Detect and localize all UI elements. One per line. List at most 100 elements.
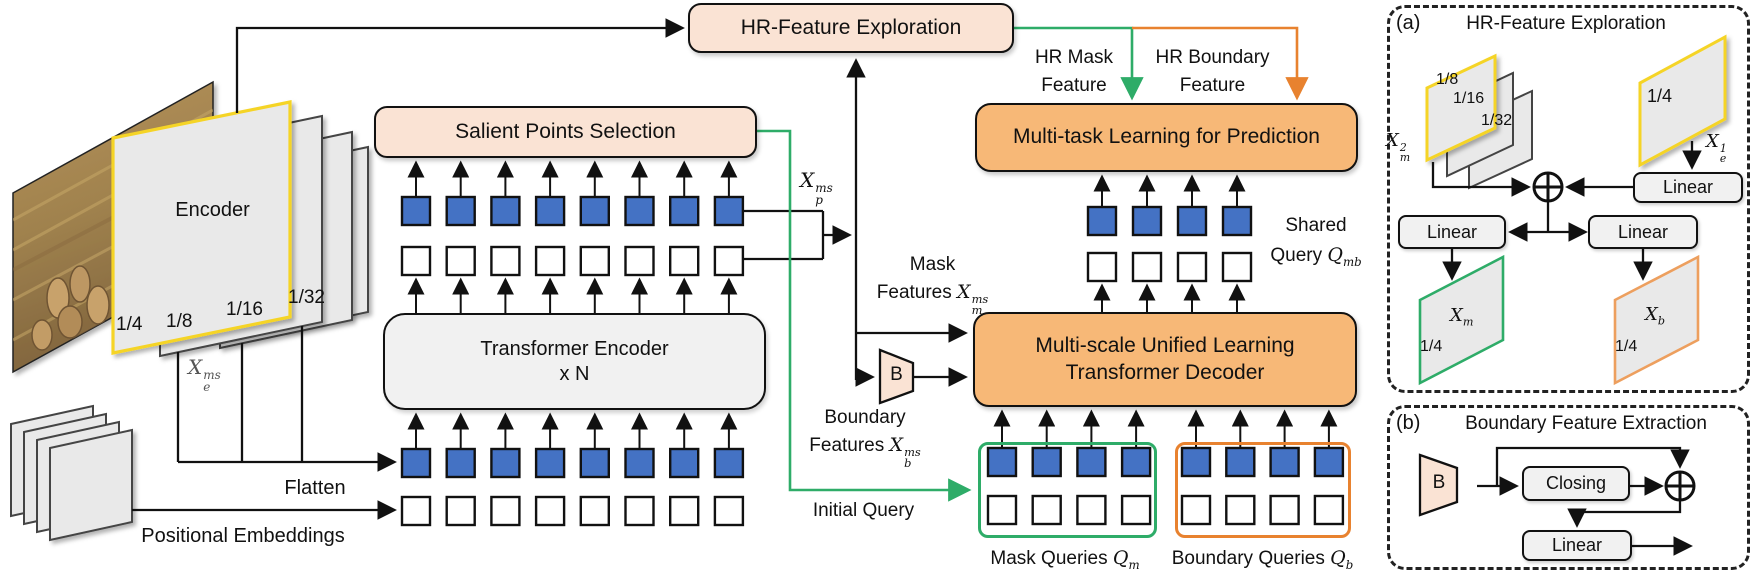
panel-b-graphics	[1418, 446, 1696, 556]
mask-query-pe-token	[1076, 494, 1107, 526]
pa-scale-1-8: 1/8	[1436, 71, 1459, 88]
shared-query-pe-token	[1221, 251, 1253, 283]
panel-a-tag: (a)	[1396, 12, 1421, 34]
boundary-query-pe-token	[1313, 494, 1345, 526]
pa-scale-1-4: 1/4	[1647, 86, 1673, 106]
boundary-query-token	[1269, 446, 1300, 478]
hr-boundary-feature-line	[1132, 26, 1309, 101]
flattened-feature-token	[400, 447, 432, 479]
encoder-pe-token	[624, 245, 655, 277]
shared-query-token	[1086, 205, 1118, 237]
flattened-feature-token	[579, 447, 610, 479]
pa-sum-icon	[1532, 171, 1564, 203]
pa-map-1-4	[1638, 34, 1727, 168]
encoder-feature-token	[445, 195, 476, 227]
flattened-feature-token	[624, 447, 655, 479]
pb-linear-box: Linear	[1522, 530, 1632, 561]
boundary-queries-outline	[1175, 442, 1351, 538]
b-block-label: B	[890, 364, 903, 385]
boundary-query-token	[1313, 446, 1345, 478]
encoder-label: Encoder	[175, 199, 250, 221]
pa-linear-left-box: Linear	[1398, 215, 1506, 249]
flattened-feature-token	[669, 447, 700, 479]
pa-xm-label: Xm	[1450, 305, 1474, 329]
shared-query-token	[1176, 205, 1208, 237]
pa-scale-1-16: 1/16	[1453, 90, 1485, 107]
meerkat	[31, 319, 53, 351]
mask-query-token	[1076, 446, 1107, 478]
mask-query-token	[1031, 446, 1062, 478]
flattened-feature-token	[445, 447, 476, 479]
positional-embedding-token	[445, 495, 476, 527]
selected-points-bracket	[743, 209, 825, 261]
panel-a-title: HR-Feature Exploration	[1466, 13, 1666, 34]
positional-embedding-token	[400, 495, 432, 527]
encoder-pe-token	[400, 245, 432, 277]
encoder-pe-token	[490, 245, 521, 277]
flattened-feature-token	[713, 447, 745, 479]
pb-b-block	[1418, 453, 1459, 517]
encoder-pe-token	[534, 245, 566, 277]
hr-boundary-feature-label: HR Boundary Feature	[1155, 47, 1270, 96]
pa-stack-to-sum	[1431, 162, 1531, 197]
initial-query-label: Initial Query	[812, 500, 915, 521]
positional-embedding-token	[624, 495, 655, 527]
pb-closing-box: Closing	[1522, 466, 1630, 501]
encoder-feature-token	[490, 195, 521, 227]
boundary-query-pe-token	[1180, 494, 1212, 526]
encoder-pe-token	[579, 245, 610, 277]
encoder-feature-token	[400, 195, 432, 227]
pa-xm-scale: 1/4	[1420, 338, 1443, 355]
mask-query-token	[986, 446, 1018, 478]
panel-b-title: Boundary Feature Extraction	[1465, 413, 1707, 434]
scale-1-32-label: 1/32	[288, 287, 325, 308]
scale-1-16-label: 1/16	[226, 299, 263, 320]
hr-mask-feature-label: HR Mask Feature	[1034, 47, 1114, 96]
connectors	[132, 18, 968, 520]
flattened-feature-token	[490, 447, 521, 479]
encoder-feature-token	[534, 195, 566, 227]
positional-embedding-token	[713, 495, 745, 527]
pb-sum-icon	[1664, 470, 1696, 502]
positional-embeddings-label: Positional Embeddings	[141, 525, 345, 547]
pa-linear-top-box: Linear	[1633, 172, 1743, 203]
encoder-feature-token	[669, 195, 700, 227]
encoder-pe-token	[445, 245, 476, 277]
pb-skip-line	[1495, 446, 1690, 486]
panel-a-graphics	[1418, 34, 1727, 386]
pa-xb-label: Xb	[1645, 304, 1665, 328]
boundary-queries-label: Boundary Queries Qb	[1171, 547, 1354, 572]
pa-map-1-8	[1425, 53, 1497, 163]
scale-1-4-label: 1/4	[116, 314, 143, 335]
panel-a-frame	[1387, 5, 1750, 393]
pb-b-label: B	[1432, 472, 1446, 493]
meerkat	[86, 285, 110, 325]
pa-xb-scale: 1/4	[1615, 338, 1638, 355]
scale-1-8-label: 1/8	[166, 311, 193, 332]
mask-query-pe-token	[986, 494, 1018, 526]
positional-embedding-token	[579, 495, 610, 527]
mask-queries-label: Mask Queries Qm	[990, 547, 1140, 572]
decoder-box: Multi-scale Unified Learning Transformer…	[973, 312, 1357, 407]
transformer-encoder-box: Transformer Encoder x N	[383, 313, 766, 410]
positional-embedding-token	[534, 495, 566, 527]
positional-embedding-token	[490, 495, 521, 527]
shared-query-token	[1131, 205, 1163, 237]
meerkat	[69, 265, 91, 303]
mask-queries-outline	[978, 442, 1157, 538]
flattened-feature-token	[534, 447, 566, 479]
mask-query-token	[1120, 446, 1152, 478]
encoder-feature-token	[713, 195, 745, 227]
pa-xb-map	[1613, 254, 1700, 386]
boundary-query-pe-token	[1269, 494, 1300, 526]
multiscale-drop-lines	[176, 326, 304, 462]
hr-feature-exploration-box: HR-Feature Exploration	[688, 3, 1014, 53]
encoder-pe-token	[669, 245, 700, 277]
boundary-extraction-block	[878, 348, 915, 405]
initial-query-line	[757, 129, 972, 502]
boundary-query-token	[1180, 446, 1212, 478]
encoder-pe-token	[713, 245, 745, 277]
